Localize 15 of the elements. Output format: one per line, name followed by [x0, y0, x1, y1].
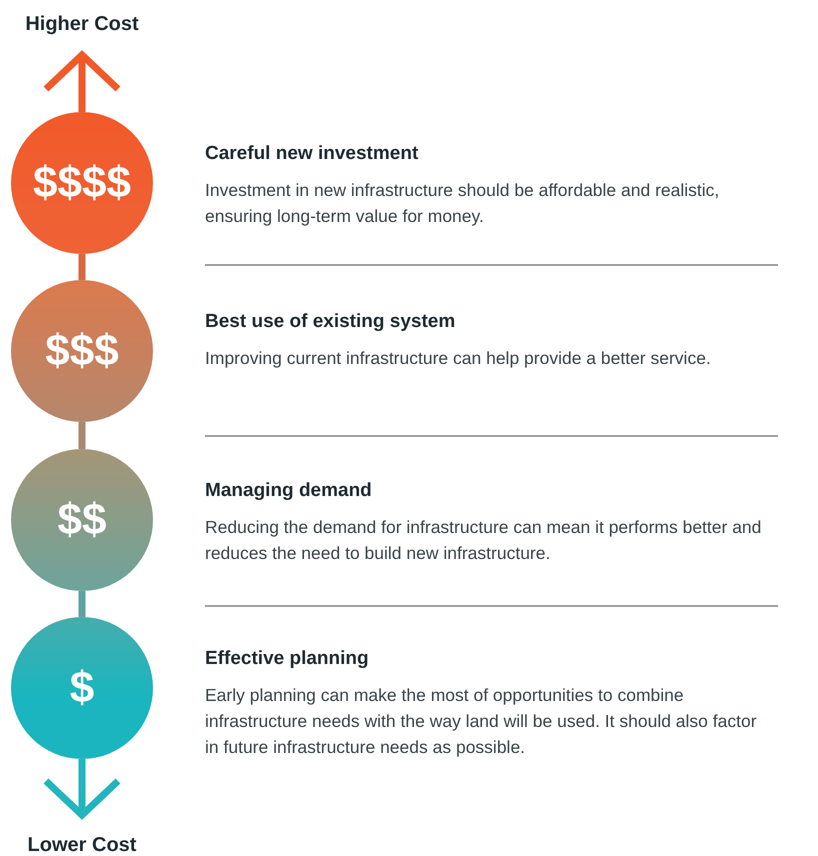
section-description: Investment in new infrastructure should be affordable and realistic, ensuring long-term value for money.	[205, 178, 720, 228]
section-heading: Best use of existing system	[205, 310, 456, 334]
section-heading: Careful new investment	[205, 142, 420, 166]
section-description: Early planning can make the most of opportunities to combine infrastructure needs with the way land will be used. It should also factor in future infrastructure needs as possible.	[205, 684, 758, 759]
section-description: Reducing the demand for infrastructure can mean it performs better and reduces the need to build new infrastructure.	[205, 516, 762, 564]
connector-line	[78, 254, 86, 280]
arrow	[42, 52, 122, 112]
section-heading: Managing demand	[205, 479, 373, 503]
connector-line	[78, 422, 86, 449]
arrow	[42, 759, 122, 818]
connector-line	[78, 591, 86, 617]
cost-label: Higher Cost	[2, 10, 162, 38]
section-heading: Effective planning	[205, 647, 370, 671]
cost-label: Lower Cost	[2, 832, 162, 856]
section-description: Improving current infrastructure can help provide a better service.	[205, 346, 712, 370]
